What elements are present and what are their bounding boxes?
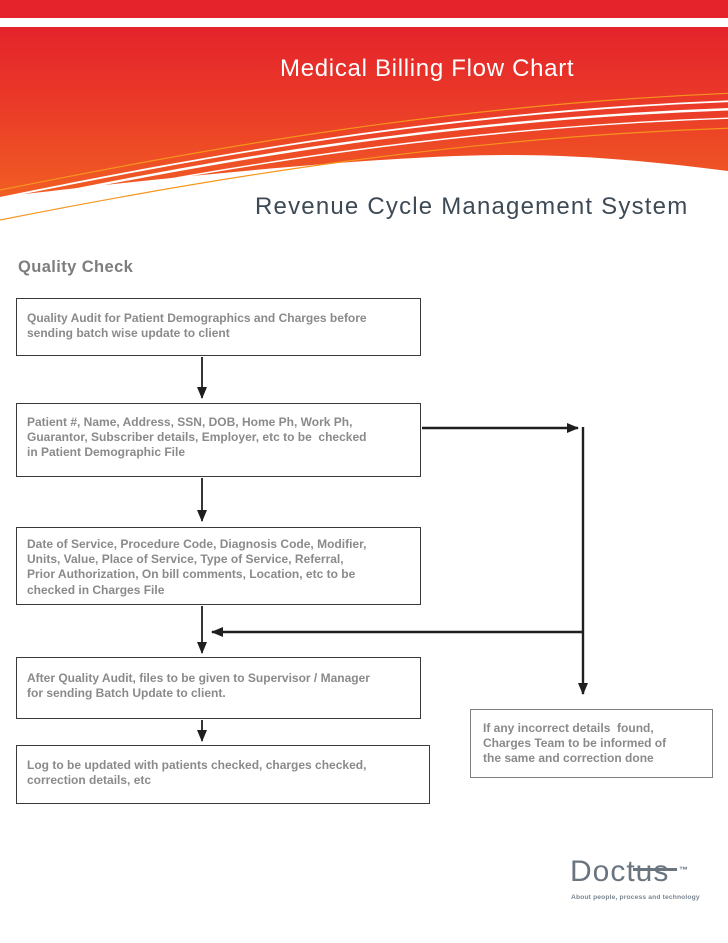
doctus-logo-crossbar: [633, 868, 677, 871]
doctus-trademark-mark: ™: [679, 865, 688, 875]
header-gradient-wave: [0, 27, 728, 197]
doctus-tagline: About people, process and technology: [571, 894, 700, 901]
flow-box-supervisor-handoff: After Quality Audit, files to be given t…: [16, 657, 421, 719]
flow-box-incorrect-details: If any incorrect details found, Charges …: [470, 709, 713, 778]
section-heading: Quality Check: [18, 258, 134, 276]
header-swoosh-white-line: [0, 100, 728, 199]
header-swoosh-white-line: [0, 117, 728, 213]
header-swoosh-orange-line: [0, 92, 728, 191]
flow-box-charges-file: Date of Service, Procedure Code, Diagnos…: [16, 527, 421, 605]
flow-box-patient-demographics: Patient #, Name, Address, SSN, DOB, Home…: [16, 403, 421, 477]
header-swoosh-orange-line: [0, 127, 728, 221]
header-banner: [0, 0, 728, 221]
document-title: Medical Billing Flow Chart: [280, 55, 575, 82]
doctus-logo-text: Doctus: [570, 855, 670, 888]
header-top-band: [0, 0, 728, 18]
flow-box-log-update: Log to be updated with patients checked,…: [16, 745, 430, 804]
header-swoosh-white-line: [0, 108, 728, 207]
doctus-logo: Doctus ™ About people, process and techn…: [570, 856, 710, 906]
document-subtitle: Revenue Cycle Management System: [255, 193, 689, 220]
flow-box-quality-audit: Quality Audit for Patient Demographics a…: [16, 298, 421, 356]
